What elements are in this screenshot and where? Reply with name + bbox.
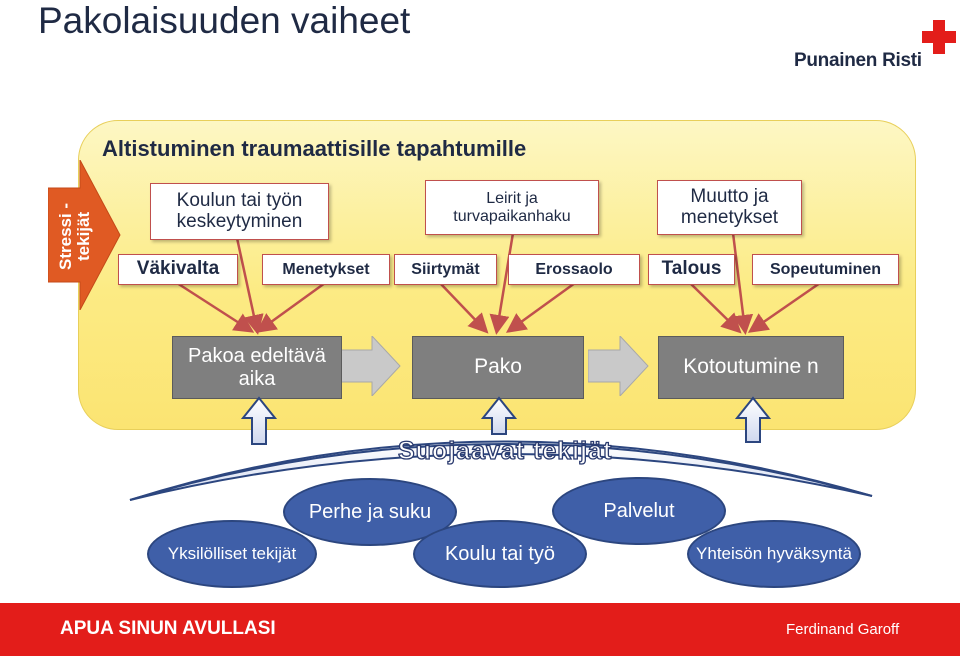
- arrow-moving: [731, 232, 754, 335]
- stressor-box: Sopeutuminen: [752, 254, 899, 285]
- protective-oval: Perhe ja suku: [283, 478, 457, 546]
- arrow-losses: [255, 281, 326, 333]
- stressor-label: Sopeutuminen: [769, 260, 882, 278]
- stressor-box: Koulun tai työn keskeytyminen: [150, 183, 329, 240]
- stressor-box: Leirit ja turvapaikanhaku: [425, 180, 599, 235]
- footer-author: Ferdinand Garoff: [786, 621, 900, 638]
- phase-arrow-1: [340, 336, 401, 396]
- stressor-label: Koulun tai työn keskeytyminen: [176, 189, 303, 232]
- red-cross-icon: [922, 20, 956, 54]
- stressor-box: Väkivalta: [118, 254, 238, 285]
- protective-label: Perhe ja suku: [308, 500, 432, 523]
- arrow-camps: [489, 232, 515, 335]
- stressor-label: Talous: [661, 258, 722, 280]
- arrow-transitions: [439, 282, 489, 334]
- phase-box: Kotoutumine n: [658, 336, 844, 399]
- stressor-box: Erossaolo: [508, 254, 640, 285]
- stress-arrow-shape: [48, 160, 121, 310]
- stressor-box: Talous: [648, 254, 735, 285]
- protective-oval: Yksilölliset tekijät: [147, 520, 317, 588]
- stressor-label: Leirit ja turvapaikanhaku: [453, 189, 571, 225]
- arrow-separation: [505, 281, 576, 333]
- protective-oval: Palvelut: [552, 477, 726, 545]
- page-title: Pakolaisuuden vaiheet: [38, 0, 411, 41]
- arrow-economy: [689, 282, 742, 334]
- protective-label: Palvelut: [603, 499, 675, 522]
- arrow-violence: [176, 281, 255, 333]
- stressor-label: Väkivalta: [136, 258, 220, 280]
- phase-box: Pako: [412, 336, 584, 399]
- protective-label: Yksilölliset tekijät: [167, 544, 297, 564]
- stressor-label: Muutto ja menetykset: [680, 185, 779, 228]
- panel-heading: Altistuminen traumaattisille tapahtumill…: [102, 136, 527, 161]
- stressor-box: Menetykset: [262, 254, 390, 285]
- logo-text: Punainen Risti: [794, 50, 922, 71]
- protective-label: Yhteisön hyväksyntä: [696, 544, 852, 564]
- phase-arrow-2: [588, 336, 649, 396]
- footer-bar: [0, 603, 960, 656]
- phase-label: Kotoutumine n: [683, 355, 819, 379]
- footer-slogan: APUA SINUN AVULLASI: [60, 618, 276, 639]
- stressor-box: Siirtymät: [394, 254, 497, 285]
- stressor-label: Menetykset: [282, 260, 370, 278]
- protective-oval: Yhteisön hyväksyntä: [687, 520, 861, 588]
- protective-label: Koulu tai työ: [444, 542, 556, 565]
- protective-oval: Koulu tai työ: [413, 520, 587, 588]
- phase-label: Pako: [474, 355, 522, 379]
- stressor-box: Muutto ja menetykset: [657, 180, 802, 235]
- protective-heading: Suojaavat tekijät: [397, 436, 613, 465]
- upward-arrows: [240, 396, 772, 445]
- arrow-adaptation: [747, 281, 821, 333]
- phase-box: Pakoa edeltävä aika: [172, 336, 342, 399]
- stressor-label: Erossaolo: [535, 260, 613, 278]
- stressor-label: Siirtymät: [411, 260, 480, 278]
- phase-label: Pakoa edeltävä aika: [188, 344, 326, 390]
